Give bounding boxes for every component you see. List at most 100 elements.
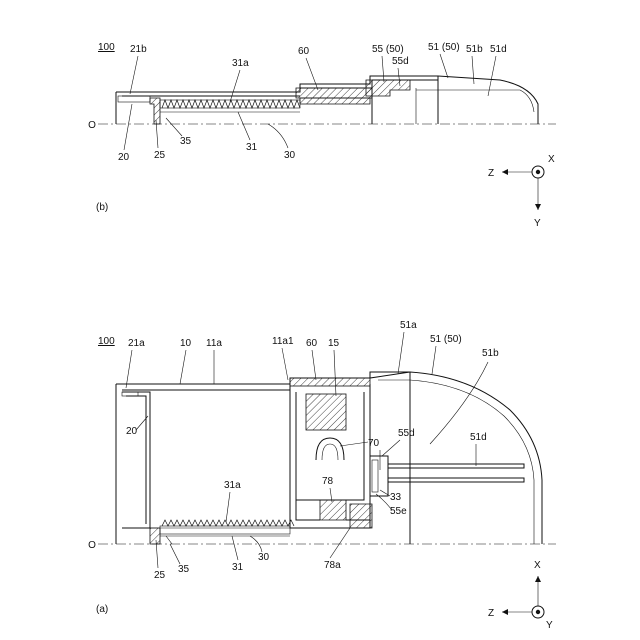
leader-21b: [130, 56, 138, 94]
label-25-a: 25: [154, 570, 166, 581]
part25-a: [150, 528, 160, 544]
part60-b: [296, 88, 372, 98]
label-25-b: 25: [154, 150, 166, 161]
part35-a: [166, 536, 172, 544]
label-31a-a: 31a: [224, 480, 241, 491]
label-55-50-b: 55 (50): [372, 44, 404, 55]
leader-55d-a: [382, 440, 400, 456]
leader-30-b: [268, 124, 288, 148]
label-78: 78: [322, 476, 334, 487]
part60-a: [290, 378, 370, 386]
caption-a: (a): [96, 604, 108, 615]
cap-inner-b: [416, 88, 534, 124]
part25-b: [150, 98, 160, 124]
label-20-b: 20: [118, 152, 130, 163]
part15-hatch-a: [306, 394, 346, 430]
label-31-b: 31: [246, 142, 258, 153]
leader-21a: [126, 350, 132, 388]
label-51b-b: 51b: [466, 44, 483, 55]
axis-z-b: Z: [488, 168, 494, 179]
rack-teeth-a: [162, 520, 294, 526]
leader-31-a: [232, 536, 238, 560]
z-arrow-a: [502, 609, 508, 615]
cap51-inner-a: [378, 380, 534, 544]
label-11a: 11a: [206, 338, 222, 349]
label-51-50-b: 51 (50): [428, 42, 460, 53]
leader-35-b: [166, 118, 182, 136]
leader-60-b: [306, 58, 318, 90]
spring70-a: [316, 438, 344, 460]
x-axis-dot-b: [536, 170, 540, 174]
y-arrow-b: [535, 204, 541, 210]
axis-z-a: Z: [488, 608, 494, 619]
label-15: 15: [328, 338, 340, 349]
part78a-a: [350, 504, 372, 528]
part55e-a: [372, 460, 378, 492]
label-51d-b: 51d: [490, 44, 507, 55]
leader-15: [334, 350, 336, 396]
z-arrow-b: [502, 169, 508, 175]
leader-11a1: [282, 348, 288, 380]
center-mark-a: O: [88, 540, 96, 551]
part55-b: [366, 80, 410, 96]
label-51a: 51a: [400, 320, 417, 331]
leader-55-b: [382, 56, 384, 82]
label-11a1: 11a1: [272, 336, 294, 347]
label-30-a: 30: [258, 552, 270, 563]
part78-a: [320, 500, 346, 520]
part60-inner-b: [300, 98, 370, 104]
leader-51b-b: [472, 56, 474, 84]
y-axis-dot-a: [536, 610, 540, 614]
label-60-b: 60: [298, 46, 310, 57]
part21a-a: [122, 392, 138, 396]
part20-inner-a: [126, 396, 146, 524]
label-78a: 78a: [324, 560, 341, 571]
figure-a: O: [88, 320, 556, 631]
label-21a: 21a: [128, 338, 145, 349]
cap51-outline-a: [370, 372, 542, 544]
label-55d-b: 55d: [392, 56, 409, 67]
blade51d-upper-a: [388, 464, 524, 468]
label-35-b: 35: [180, 136, 192, 147]
x-arrow-a: [535, 576, 541, 582]
axes-b: Z X Y: [488, 154, 555, 229]
label-31a-b: 31a: [232, 58, 249, 69]
label-31-a: 31: [232, 562, 244, 573]
leader-35-a: [170, 544, 180, 564]
spring70-inner-a: [322, 444, 338, 460]
label-55e: 55e: [390, 506, 407, 517]
ref-number-b: 100: [98, 42, 115, 53]
label-70: 70: [368, 438, 380, 449]
label-51b-a: 51b: [482, 348, 499, 359]
figure-b: O 100 21b 31a 60 55 (50) 55d 51 (50) 51b: [88, 42, 556, 229]
leader-51a: [398, 332, 404, 374]
ref-number-a: 100: [98, 336, 115, 347]
rack-teeth-b: [162, 100, 300, 108]
rack31a-a: [160, 526, 290, 534]
leader-60-a: [312, 350, 316, 380]
leader-51-a: [432, 346, 436, 374]
label-21b: 21b: [130, 44, 147, 55]
leader-31a-a: [226, 492, 230, 522]
label-51d-a: 51d: [470, 432, 487, 443]
label-51-50-a: 51 (50): [430, 334, 462, 345]
cap20-top-b: [118, 96, 150, 102]
label-33: 33: [390, 492, 402, 503]
label-10: 10: [180, 338, 192, 349]
axis-y-a: Y: [546, 620, 553, 631]
leader-10: [180, 350, 186, 384]
axis-y-b: Y: [534, 218, 541, 229]
blade51d-lower-a: [388, 478, 524, 482]
part33-a: [370, 456, 388, 496]
leader-20-b: [124, 104, 132, 150]
axis-x-a: X: [534, 560, 541, 571]
leader-51-b: [440, 54, 448, 78]
label-30-b: 30: [284, 150, 296, 161]
leader-31a-b: [230, 70, 240, 102]
caption-b: (b): [96, 202, 108, 213]
leader-31-b: [238, 112, 250, 140]
axes-a: X Z Y: [488, 560, 553, 631]
leader-78a: [330, 528, 350, 558]
axis-x-b: X: [548, 154, 555, 165]
